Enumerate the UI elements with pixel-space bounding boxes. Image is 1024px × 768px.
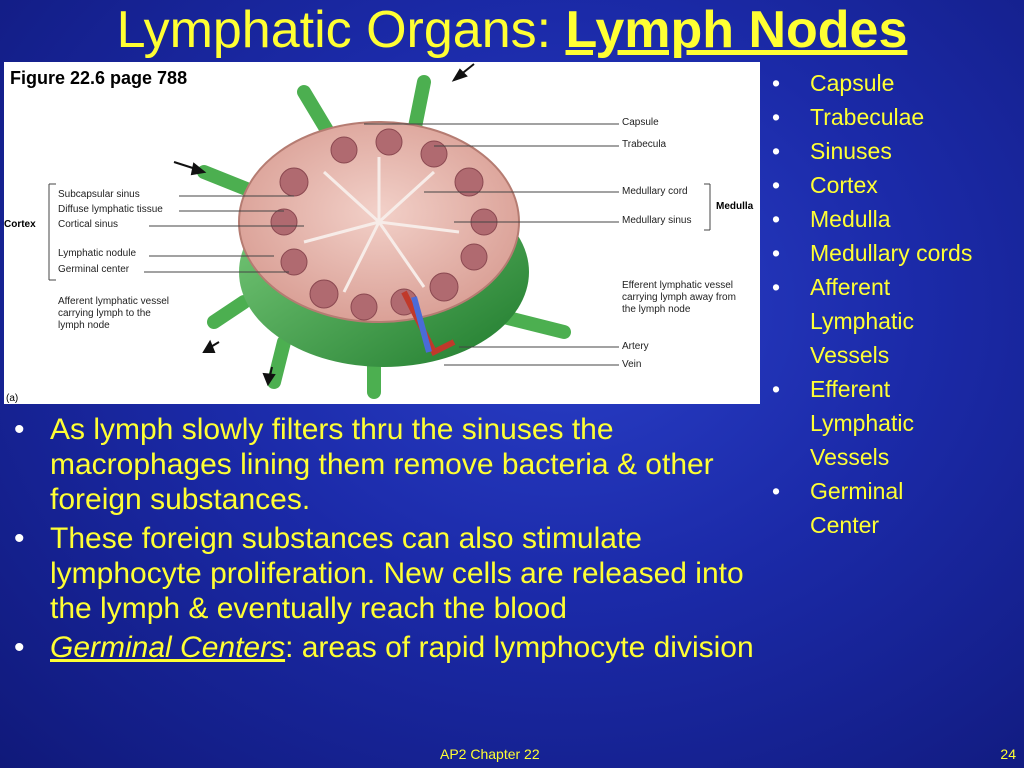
label-medulla: Medulla — [716, 201, 754, 212]
germinal-centers-term: Germinal Centers — [50, 631, 286, 664]
lymph-node-figure: Figure 22.6 page 788 (a) Capsule Trabecu… — [4, 62, 760, 404]
figure-caption: Figure 22.6 page 788 — [10, 68, 188, 88]
explanation-list: As lymph slowly filters thru the sinuses… — [8, 412, 768, 669]
term-item: Efferent Lymphatic Vessels — [770, 372, 960, 474]
term-item: Medulla — [770, 202, 1020, 236]
term-item: Afferent Lymphatic Vessels — [770, 270, 960, 372]
label-afferent-2: carrying lymph to the — [58, 308, 151, 319]
label-cortex: Cortex — [4, 219, 36, 230]
footer-chapter: AP2 Chapter 22 — [440, 746, 540, 762]
label-efferent-2: carrying lymph away from — [622, 292, 736, 303]
label-cortical-sinus: Cortical sinus — [58, 219, 119, 230]
label-efferent-1: Efferent lymphatic vessel — [622, 280, 733, 291]
term-item: Medullary cords — [770, 236, 1020, 270]
structure-term-list: Capsule Trabeculae Sinuses Cortex Medull… — [770, 66, 1020, 542]
label-afferent-3: lymph node — [58, 320, 110, 331]
term-item: Germinal Center — [770, 474, 960, 542]
label-trabecula: Trabecula — [622, 139, 667, 150]
label-capsule: Capsule — [622, 117, 659, 128]
label-diffuse-lymphatic-tissue: Diffuse lymphatic tissue — [58, 204, 163, 215]
label-germinal-center: Germinal center — [58, 264, 130, 275]
term-item: Cortex — [770, 168, 1020, 202]
title-plain: Lymphatic Organs: — [116, 1, 566, 59]
explanation-item: As lymph slowly filters thru the sinuses… — [8, 412, 768, 517]
label-artery: Artery — [622, 341, 649, 352]
label-efferent-3: the lymph node — [622, 304, 691, 315]
term-item: Capsule — [770, 66, 1020, 100]
label-subcapsular-sinus: Subcapsular sinus — [58, 189, 140, 200]
figure-panel-letter: (a) — [6, 393, 19, 404]
label-lymphatic-nodule: Lymphatic nodule — [58, 248, 137, 259]
label-medullary-sinus: Medullary sinus — [622, 215, 692, 226]
term-item: Trabeculae — [770, 100, 1020, 134]
slide-title: Lymphatic Organs: Lymph Nodes — [0, 0, 1024, 60]
label-vein: Vein — [622, 359, 642, 370]
term-item: Sinuses — [770, 134, 1020, 168]
footer-page-number: 24 — [1000, 746, 1016, 762]
germinal-centers-definition: : areas of rapid lymphocyte division — [285, 631, 754, 664]
title-bold: Lymph Nodes — [565, 1, 908, 59]
label-medullary-cord: Medullary cord — [622, 186, 688, 197]
explanation-item: Germinal Centers: areas of rapid lymphoc… — [8, 630, 768, 665]
label-afferent-1: Afferent lymphatic vessel — [58, 296, 169, 307]
lymph-node-illustration — [48, 63, 711, 399]
explanation-item: These foreign substances can also stimul… — [8, 521, 768, 626]
